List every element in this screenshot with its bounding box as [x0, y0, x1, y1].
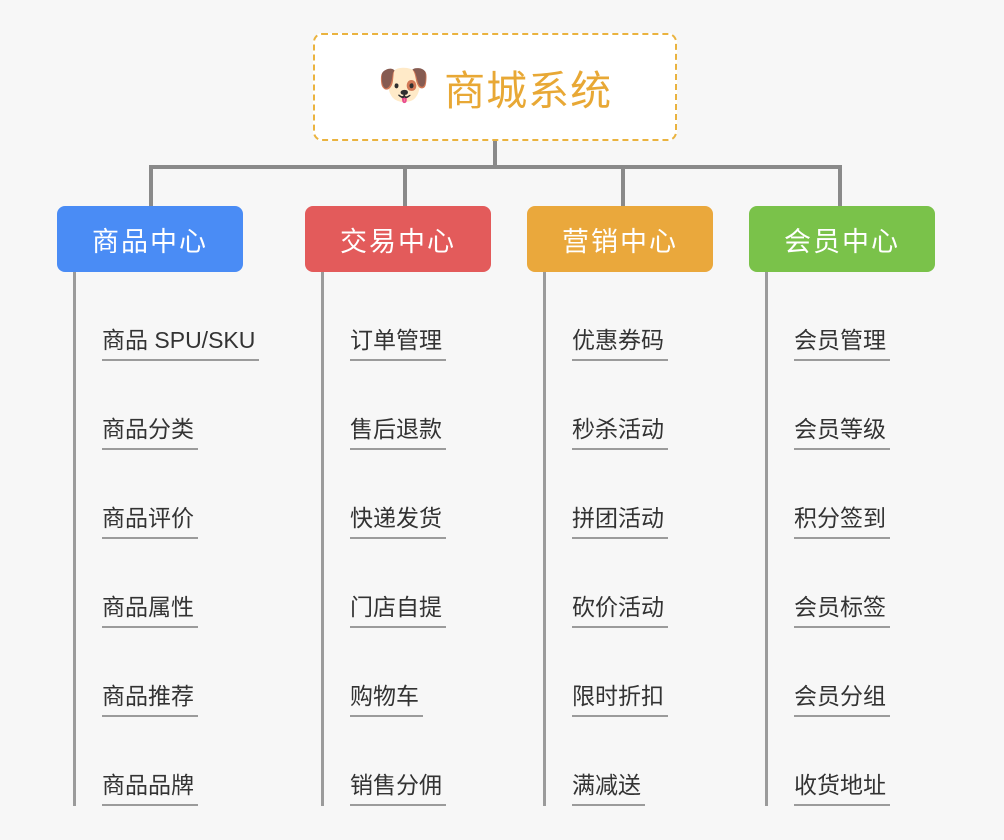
leaf-item-label: 商品品牌 — [102, 772, 198, 806]
category-column-3: 营销中心优惠券码秒杀活动拼团活动砍价活动限时折扣满减送 — [527, 206, 713, 806]
leaf-item[interactable]: 购物车 — [324, 628, 491, 717]
leaf-item[interactable]: 会员分组 — [768, 628, 935, 717]
leaf-item-label: 会员等级 — [794, 416, 890, 450]
leaf-item-label: 销售分佣 — [350, 772, 446, 806]
connector-drop-3 — [621, 165, 625, 206]
leaf-item[interactable]: 商品评价 — [76, 450, 259, 539]
leaf-item-label: 快递发货 — [350, 505, 446, 539]
category-header-2[interactable]: 交易中心 — [305, 206, 491, 272]
root-node-mall-system[interactable]: 🐶 商城系统 — [313, 33, 677, 141]
connector-drop-4 — [838, 165, 842, 206]
connector-drop-2 — [403, 165, 407, 206]
category-column-4: 会员中心会员管理会员等级积分签到会员标签会员分组收货地址 — [749, 206, 935, 806]
leaf-item[interactable]: 商品 SPU/SKU — [76, 272, 260, 361]
leaf-item[interactable]: 砍价活动 — [546, 539, 713, 628]
leaf-item-label: 购物车 — [350, 683, 423, 717]
leaf-item-label: 门店自提 — [350, 594, 446, 628]
category-header-label: 会员中心 — [784, 226, 900, 257]
leaf-list-2: 订单管理售后退款快递发货门店自提购物车销售分佣 — [321, 272, 491, 806]
leaf-item[interactable]: 销售分佣 — [324, 717, 491, 806]
leaf-item-label: 会员管理 — [794, 327, 890, 361]
leaf-item[interactable]: 秒杀活动 — [546, 361, 713, 450]
leaf-item-label: 优惠券码 — [572, 327, 668, 361]
leaf-item[interactable]: 会员管理 — [768, 272, 935, 361]
leaf-item-label: 商品 SPU/SKU — [102, 327, 260, 361]
leaf-item-label: 拼团活动 — [572, 505, 668, 539]
leaf-list-3: 优惠券码秒杀活动拼团活动砍价活动限时折扣满减送 — [543, 272, 713, 806]
category-header-label: 交易中心 — [340, 226, 456, 257]
leaf-list-4: 会员管理会员等级积分签到会员标签会员分组收货地址 — [765, 272, 935, 806]
category-header-1[interactable]: 商品中心 — [57, 206, 243, 272]
leaf-item[interactable]: 商品分类 — [76, 361, 259, 450]
category-header-4[interactable]: 会员中心 — [749, 206, 935, 272]
leaf-item-label: 满减送 — [572, 772, 645, 806]
leaf-list-1: 商品 SPU/SKU 商品分类商品评价商品属性商品推荐商品品牌 — [73, 272, 260, 806]
category-header-3[interactable]: 营销中心 — [527, 206, 713, 272]
leaf-item-label: 售后退款 — [350, 416, 446, 450]
category-header-label: 营销中心 — [562, 226, 678, 257]
leaf-item-label: 会员标签 — [794, 594, 890, 628]
leaf-item[interactable]: 积分签到 — [768, 450, 935, 539]
category-column-2: 交易中心订单管理售后退款快递发货门店自提购物车销售分佣 — [305, 206, 491, 806]
dog-face-icon: 🐶 — [377, 61, 431, 108]
leaf-item[interactable]: 商品品牌 — [76, 717, 259, 806]
category-column-1: 商品中心商品 SPU/SKU 商品分类商品评价商品属性商品推荐商品品牌 — [57, 206, 260, 806]
leaf-item-label: 会员分组 — [794, 683, 890, 717]
leaf-item[interactable]: 会员标签 — [768, 539, 935, 628]
leaf-item[interactable]: 门店自提 — [324, 539, 491, 628]
connector-drop-1 — [149, 165, 153, 206]
leaf-item-label: 秒杀活动 — [572, 416, 668, 450]
leaf-item[interactable]: 限时折扣 — [546, 628, 713, 717]
leaf-item[interactable]: 商品推荐 — [76, 628, 259, 717]
leaf-item-label: 积分签到 — [794, 505, 890, 539]
leaf-item[interactable]: 满减送 — [546, 717, 713, 806]
leaf-item[interactable]: 商品属性 — [76, 539, 259, 628]
leaf-item-label: 砍价活动 — [572, 594, 668, 628]
leaf-item[interactable]: 售后退款 — [324, 361, 491, 450]
root-node-title: 商城系统 — [444, 68, 613, 114]
leaf-item-label: 商品分类 — [102, 416, 198, 450]
leaf-item-label: 商品属性 — [102, 594, 198, 628]
leaf-item[interactable]: 拼团活动 — [546, 450, 713, 539]
leaf-item-label: 限时折扣 — [572, 683, 668, 717]
leaf-item[interactable]: 优惠券码 — [546, 272, 713, 361]
leaf-item[interactable]: 订单管理 — [324, 272, 491, 361]
category-header-label: 商品中心 — [92, 226, 208, 257]
leaf-item[interactable]: 快递发货 — [324, 450, 491, 539]
leaf-item-label: 收货地址 — [794, 772, 890, 806]
leaf-item[interactable]: 会员等级 — [768, 361, 935, 450]
connector-horizontal-bus — [149, 165, 840, 169]
connector-root-stem — [493, 141, 497, 168]
leaf-item-label: 订单管理 — [350, 327, 446, 361]
leaf-item-label: 商品评价 — [102, 505, 198, 539]
leaf-item-label: 商品推荐 — [102, 683, 198, 717]
leaf-item[interactable]: 收货地址 — [768, 717, 935, 806]
